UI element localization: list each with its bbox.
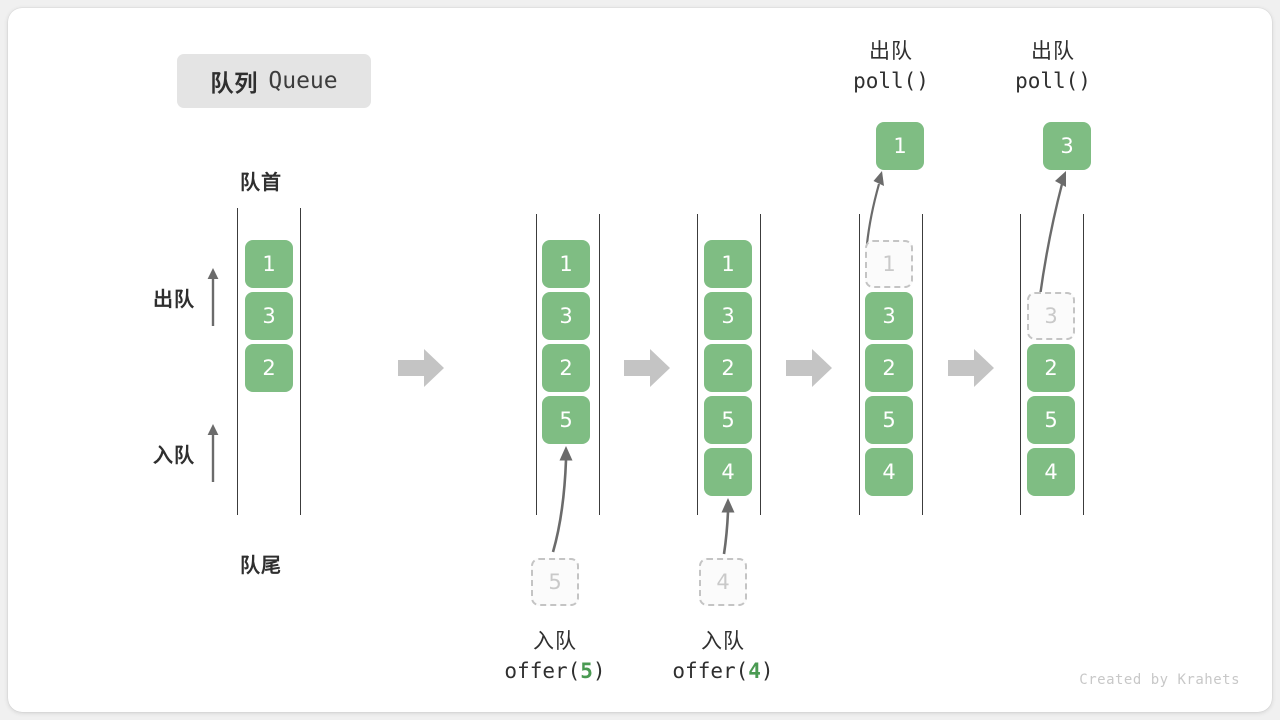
enqueue-arrow-4-icon <box>698 496 758 558</box>
queue-cell: 2 <box>865 344 913 392</box>
caption-offer-5-cn: 入队 <box>533 630 577 653</box>
polled-cell: 1 <box>876 122 924 170</box>
step-arrow-icon <box>946 346 996 390</box>
queue-cell: 3 <box>865 292 913 340</box>
queue-rail-left-3 <box>697 214 698 515</box>
queue-cell: 3 <box>542 292 590 340</box>
ghost-cell-incoming: 5 <box>531 558 579 606</box>
queue-cell: 4 <box>865 448 913 496</box>
queue-rail-right-2 <box>599 214 600 515</box>
dequeue-side-label: 出队 <box>153 266 221 328</box>
queue-cell: 3 <box>245 292 293 340</box>
enqueue-arrow-5-icon <box>528 444 588 556</box>
ghost-cell-incoming: 4 <box>699 558 747 606</box>
caption-poll-3-code: poll() <box>1015 68 1091 93</box>
queue-rail-left-4 <box>859 214 860 515</box>
caption-poll-3: 出队 poll() <box>973 38 1133 96</box>
title-cn: 队列 <box>210 70 259 96</box>
queue-cell: 4 <box>704 448 752 496</box>
queue-cell: 5 <box>542 396 590 444</box>
queue-rail-left-1 <box>237 208 238 515</box>
step-arrow-icon <box>622 346 672 390</box>
caption-offer-4-cn: 入队 <box>701 630 745 653</box>
step-arrow-icon <box>396 346 446 390</box>
queue-cell: 4 <box>1027 448 1075 496</box>
caption-poll-1: 出队 poll() <box>811 38 971 96</box>
polled-cell: 3 <box>1043 122 1091 170</box>
caption-offer-4-code: offer(4) <box>672 658 774 683</box>
queue-cell: 5 <box>865 396 913 444</box>
queue-cell: 5 <box>704 396 752 444</box>
queue-cell: 2 <box>542 344 590 392</box>
queue-rail-left-2 <box>536 214 537 515</box>
caption-poll-1-cn: 出队 <box>869 40 913 63</box>
dequeue-up-arrow-icon <box>207 268 219 326</box>
credit-text: Created by Krahets <box>1079 672 1240 688</box>
caption-poll-3-cn: 出队 <box>1031 40 1075 63</box>
queue-cell: 1 <box>542 240 590 288</box>
queue-cell: 2 <box>1027 344 1075 392</box>
queue-rail-left-5 <box>1020 214 1021 515</box>
dequeue-label-text: 出队 <box>153 288 195 311</box>
queue-cell: 2 <box>704 344 752 392</box>
queue-rail-right-3 <box>760 214 761 515</box>
ghost-cell-polled: 1 <box>865 240 913 288</box>
enqueue-up-arrow-icon <box>207 424 219 482</box>
poll-arrow-1-icon <box>853 168 913 248</box>
queue-tail-label: 队尾 <box>240 555 282 577</box>
queue-cell: 5 <box>1027 396 1075 444</box>
poll-arrow-3-icon <box>1018 168 1088 300</box>
caption-offer-4: 入队 offer(4) <box>623 628 823 686</box>
ghost-cell-polled: 3 <box>1027 292 1075 340</box>
enqueue-side-label: 入队 <box>153 422 221 484</box>
queue-head-label: 队首 <box>240 172 282 194</box>
queue-cell: 2 <box>245 344 293 392</box>
diagram-card: 队列 Queue 队首 出队 入队 队尾 1 3 2 <box>8 8 1272 712</box>
caption-offer-5-code: offer(5) <box>504 658 606 683</box>
queue-cell: 3 <box>704 292 752 340</box>
queue-rail-right-4 <box>922 214 923 515</box>
caption-poll-1-code: poll() <box>853 68 929 93</box>
caption-offer-5: 入队 offer(5) <box>455 628 655 686</box>
enqueue-label-text: 入队 <box>153 444 195 467</box>
title-en: Queue <box>268 68 338 94</box>
queue-rail-right-5 <box>1083 214 1084 515</box>
title-badge: 队列 Queue <box>177 54 371 108</box>
step-arrow-icon <box>784 346 834 390</box>
queue-rail-right-1 <box>300 208 301 515</box>
queue-cell: 1 <box>704 240 752 288</box>
queue-cell: 1 <box>245 240 293 288</box>
